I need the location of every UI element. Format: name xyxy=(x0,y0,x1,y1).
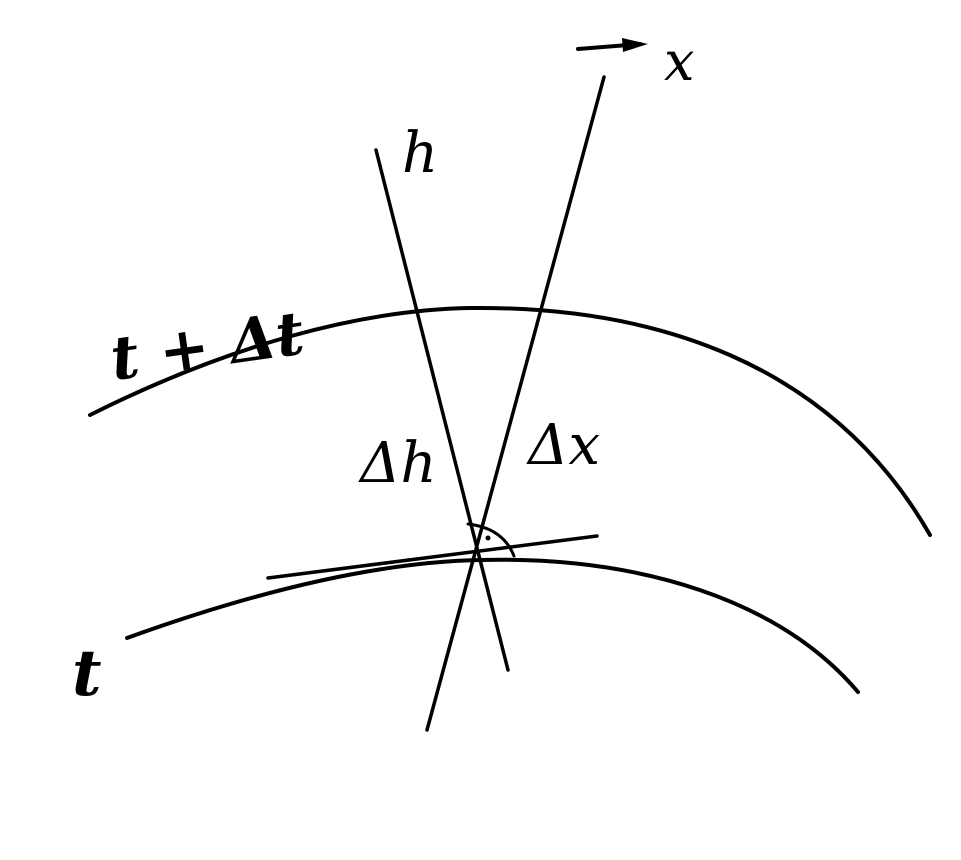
oblique-line-x xyxy=(425,75,606,732)
label-delta-x: Δx xyxy=(526,413,600,478)
angle-arc xyxy=(466,522,516,558)
label-axis-h: h xyxy=(402,121,438,186)
right-angle-dot xyxy=(485,535,491,541)
label-delta-h: Δh xyxy=(358,431,437,496)
normal-line-h xyxy=(374,148,510,672)
direction-arrow-head xyxy=(622,38,648,52)
label-axis-x: x xyxy=(664,30,694,93)
isochrone-curve-t-plus-dt xyxy=(88,305,932,537)
isochrone-curve-t xyxy=(125,557,860,694)
label-isochrone-t-plus-dt: t + Δt xyxy=(106,298,308,394)
tangent-line xyxy=(266,534,599,580)
label-isochrone-t: t xyxy=(72,636,102,711)
